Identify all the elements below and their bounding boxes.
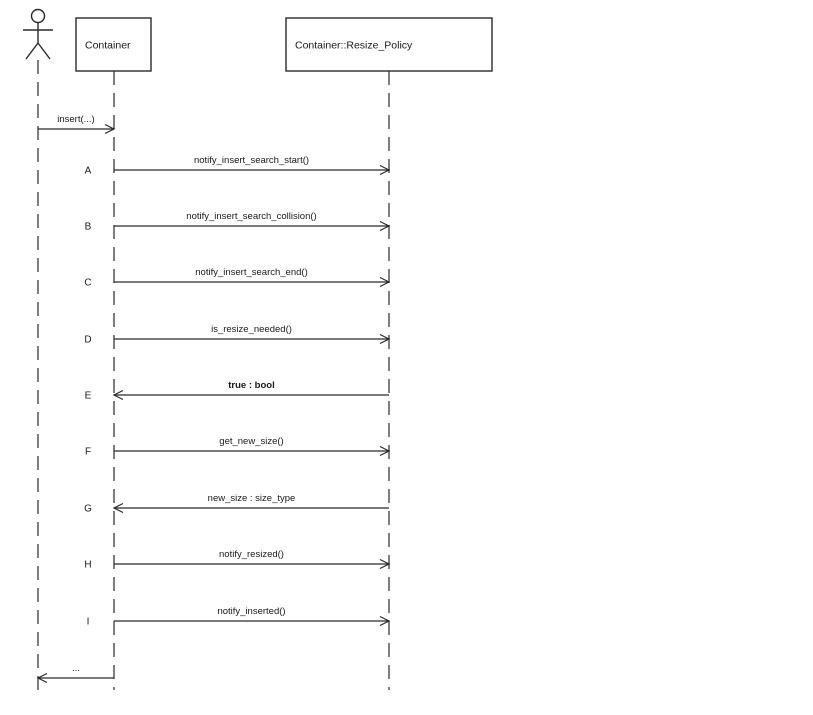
message-arrowhead <box>379 220 391 232</box>
message-label: notify_insert_search_collision() <box>186 211 316 222</box>
message-i[interactable]: notify_inserted() I <box>87 606 391 628</box>
message-arrowhead <box>379 276 391 288</box>
message-arrowhead <box>379 333 391 345</box>
message-b[interactable]: notify_insert_search_collision() B <box>85 211 391 233</box>
message-d[interactable]: is_resize_needed() D <box>84 324 391 346</box>
message-arrowhead <box>379 445 391 457</box>
message-arrowhead <box>112 502 124 514</box>
message-label: notify_inserted() <box>217 606 285 617</box>
participant-label-container: Container <box>85 40 131 52</box>
step-label-e: E <box>85 391 92 402</box>
message-label: ... <box>72 663 80 674</box>
participant-box-rect-resize_policy <box>285 17 493 72</box>
message-c[interactable]: notify_insert_search_end() C <box>84 267 391 289</box>
participant-box-resize_policy[interactable]: Container::Resize_Policy <box>285 17 493 72</box>
message-a[interactable]: notify_insert_search_start() A <box>85 155 391 177</box>
step-label-g: G <box>84 504 92 515</box>
message-label: true : bool <box>228 380 274 391</box>
step-label-a: A <box>85 166 92 177</box>
message-label: get_new_size() <box>219 436 283 447</box>
message-label: new_size : size_type <box>208 493 296 504</box>
message-f[interactable]: get_new_size() F <box>85 436 391 458</box>
step-label-i: I <box>87 617 90 628</box>
messages-layer: insert(...) notify_insert_search_start() A… <box>36 114 391 684</box>
actor-leg-left <box>25 42 39 60</box>
step-label-c: C <box>84 278 91 289</box>
message-arrowhead <box>379 615 391 627</box>
message-label: notify_insert_search_end() <box>195 267 307 278</box>
message-arrowhead <box>104 123 116 135</box>
message-arrowhead <box>112 389 124 401</box>
message-n0[interactable]: insert(...) <box>38 114 116 135</box>
participant-label-resize_policy: Container::Resize_Policy <box>295 40 413 52</box>
message-label: notify_insert_search_start() <box>194 155 309 166</box>
actor-stick-figure <box>23 8 53 60</box>
message-label: insert(...) <box>57 114 94 125</box>
actor-head-icon <box>30 8 46 24</box>
step-label-d: D <box>84 335 91 346</box>
message-arrowhead <box>379 558 391 570</box>
message-h[interactable]: notify_resized() H <box>84 549 391 571</box>
message-label: is_resize_needed() <box>211 324 292 335</box>
participant-boxes-layer: Container Container::Resize_Policy <box>75 17 493 72</box>
message-label: notify_resized() <box>219 549 284 560</box>
lifelines-layer <box>37 60 390 694</box>
actor-leg-right <box>37 42 51 60</box>
step-label-f: F <box>85 447 91 458</box>
step-label-b: B <box>85 222 92 233</box>
participant-box-container[interactable]: Container <box>75 17 152 72</box>
message-n10[interactable]: ... <box>36 663 114 684</box>
message-arrowhead <box>36 672 48 684</box>
participant-box-rect-container <box>75 17 152 72</box>
step-label-h: H <box>84 560 91 571</box>
message-arrowhead <box>379 164 391 176</box>
